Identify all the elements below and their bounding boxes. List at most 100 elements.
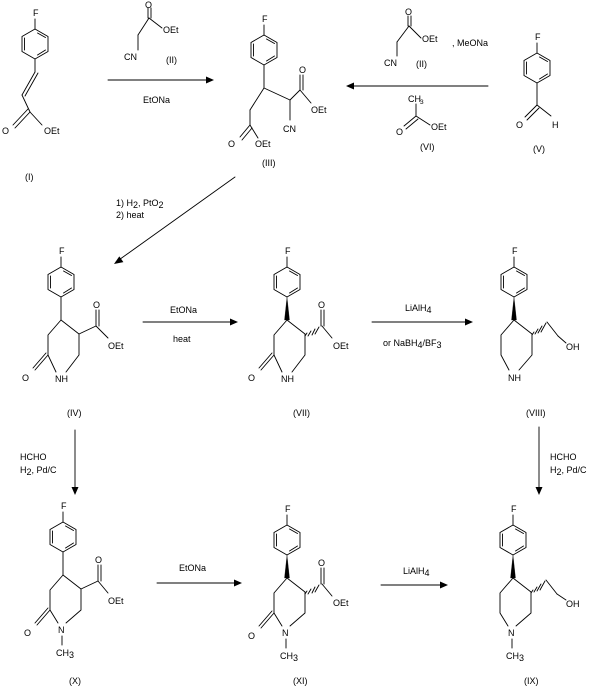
compound-I-structure: F O OEt (2, 8, 60, 136)
arrow-X-to-XI (156, 579, 242, 587)
atom-OH: OH (566, 599, 580, 609)
compound-X-structure: F O N CH3 O OEt (24, 501, 124, 660)
atom-CN: CN (283, 124, 296, 134)
atom-O: O (24, 628, 31, 638)
condition-EtONa-bottom: EtONa (179, 563, 206, 573)
condition-EtONa-top: EtONa (143, 95, 170, 105)
condition-H2-PdC-right: H2, Pd/C (550, 465, 587, 477)
atom-CH3: CH3 (56, 648, 74, 660)
atom-OEt: OEt (255, 139, 271, 149)
atom-OEt: OEt (431, 122, 447, 132)
atom-F: F (535, 32, 541, 42)
atom-O: O (248, 373, 255, 383)
atom-O: O (95, 555, 102, 565)
compound-IV-structure: F O NH O OEt (22, 246, 124, 384)
atom-O: O (93, 300, 100, 310)
condition-H2-PdC-left: H2, Pd/C (20, 465, 57, 477)
condition-HCHO-right: HCHO (550, 452, 577, 462)
arrow-I-to-III (107, 76, 214, 84)
atom-F: F (511, 504, 517, 514)
atom-CN: CN (124, 52, 137, 62)
condition-heat: heat (173, 334, 191, 344)
atom-O: O (228, 139, 235, 149)
label-compound-VIII: (VIII) (526, 408, 546, 418)
compound-IX-structure: F N CH3 OH (499, 504, 580, 663)
atom-O: O (516, 120, 523, 130)
condition-HCHO-left: HCHO (20, 452, 47, 462)
atom-OEt: OEt (163, 25, 179, 35)
atom-N: N (508, 628, 515, 638)
arrow-XI-to-IX (380, 581, 448, 589)
atom-OEt: OEt (333, 341, 349, 351)
atom-O: O (318, 300, 325, 310)
arrow-IV-to-X (71, 429, 79, 495)
condition-H2-PtO2: 1) H2, PtO2 (116, 198, 164, 210)
atom-O: O (2, 126, 9, 136)
condition-LiAlH4-bottom: LiAlH4 (403, 566, 430, 578)
conditions-III-to-IV: 1) H2, PtO2 2) heat (116, 198, 164, 220)
condition-EtONa-mid: EtONa (170, 305, 197, 315)
atom-F: F (59, 246, 65, 256)
label-reagent-VI: (VI) (420, 142, 435, 152)
atom-F: F (33, 8, 39, 18)
label-compound-IV: (IV) (67, 408, 82, 418)
atom-F: F (285, 246, 291, 256)
atom-OH: OH (566, 342, 580, 352)
atom-OEt: OEt (311, 105, 327, 115)
condition-heat-2: 2) heat (116, 210, 145, 220)
arrow-VII-to-VIII (371, 318, 473, 326)
atom-O: O (396, 127, 403, 137)
atom-O: O (405, 7, 412, 17)
arrow-VIII-to-IX (535, 426, 543, 495)
compound-V-structure: F O H (516, 32, 559, 130)
reagent-VI: CH 3 O OEt (VI) (396, 94, 447, 152)
label-compound-I: (I) (25, 172, 34, 182)
compound-XI-structure: F O N CH3 O OEt (248, 504, 349, 663)
atom-OEt: OEt (44, 126, 60, 136)
atom-F: F (61, 501, 67, 511)
label-compound-V: (V) (533, 144, 545, 154)
label-compound-VII: (VII) (293, 408, 310, 418)
atom-O: O (145, 0, 152, 10)
atom-NH: NH (281, 374, 294, 384)
atom-NH: NH (55, 374, 68, 384)
reagent-II-top: O OEt CN (II) (124, 0, 179, 65)
atom-CN: CN (384, 58, 397, 68)
compound-VIII-structure: F NH OH (500, 246, 580, 383)
compound-III-structure: F O OEt O OEt CN (228, 14, 327, 149)
atom-O: O (22, 373, 29, 383)
reagent-II-right: O OEt CN , MeONa (II) (384, 7, 488, 69)
atom-F: F (285, 504, 291, 514)
label-compound-X: (X) (69, 676, 81, 686)
label-compound-IX: (IX) (524, 676, 539, 686)
atom-O: O (299, 65, 306, 75)
label-compound-III: (III) (262, 158, 276, 168)
atom-OEt: OEt (108, 341, 124, 351)
atom-OEt: OEt (108, 596, 124, 606)
condition-NaBH4-BF3: or NaBH4/BF3 (383, 338, 442, 350)
atom-H: H (552, 120, 559, 130)
atom-NH: NH (508, 373, 521, 383)
arrow-IV-to-VII (142, 318, 238, 326)
arrow-III-to-IV (114, 176, 236, 264)
label-reagent-II-right: (II) (416, 59, 427, 69)
condition-MeONa: , MeONa (452, 38, 488, 48)
atom-CH3: CH3 (280, 651, 298, 663)
atom-O: O (248, 631, 255, 641)
label-compound-XI: (XI) (293, 676, 308, 686)
atom-CH3: CH3 (506, 651, 524, 663)
arrow-V-to-III (346, 82, 489, 90)
atom-OEt: OEt (333, 598, 349, 608)
atom-N: N (58, 625, 65, 635)
atom-CH3: CH (408, 94, 421, 104)
label-reagent-II: (II) (166, 55, 177, 65)
atom-N: N (282, 628, 289, 638)
atom-F: F (262, 14, 268, 24)
compound-VII-structure: F O NH O OEt (248, 246, 349, 384)
atom-O: O (318, 558, 325, 568)
condition-LiAlH4-mid: LiAlH4 (405, 303, 432, 315)
atom-CH3-subscript: 3 (420, 99, 424, 106)
atom-OEt: OEt (422, 34, 438, 44)
atom-F: F (512, 246, 518, 256)
